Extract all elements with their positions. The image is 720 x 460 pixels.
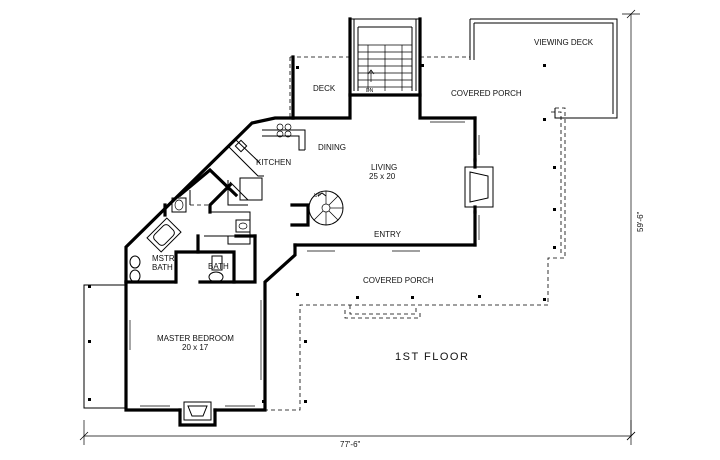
master-porch	[83, 284, 126, 409]
room-label-covered-porch-bottom: COVERED PORCH	[363, 276, 434, 285]
stair-tower	[348, 17, 422, 97]
room-label-kitchen: KITCHEN	[256, 158, 291, 167]
room-label-entry: ENTRY	[374, 230, 402, 239]
room-label-deck: DECK	[313, 84, 336, 93]
room-label-master-bedroom: MASTER BEDROOM	[157, 334, 234, 343]
room-label-living-size: 25 x 20	[369, 172, 396, 181]
viewing-deck-outline	[469, 18, 618, 119]
room-label-bath: BATH	[208, 262, 229, 271]
room-label-covered-porch-top: COVERED PORCH	[451, 89, 522, 98]
room-label-master-bedroom-size: 20 x 17	[182, 343, 209, 352]
dimension-depth	[622, 9, 640, 441]
window-markers	[129, 121, 480, 407]
room-label-mstr-bath-line1: MSTR	[152, 254, 175, 263]
bedroom-bay	[178, 401, 217, 427]
room-label-living: LIVING	[371, 163, 397, 172]
dimension-depth-label: 59'-6"	[636, 211, 645, 232]
room-label-dining: DINING	[318, 143, 346, 152]
spiral-stair	[290, 190, 344, 227]
floor-title: 1ST FLOOR	[395, 351, 469, 363]
porch-posts	[88, 64, 556, 403]
bath-fixtures	[129, 197, 251, 283]
fireplace	[464, 158, 494, 214]
room-label-viewing-deck: VIEWING DECK	[534, 38, 594, 47]
stair-down-label: DN	[366, 88, 374, 94]
porch-roof-outline	[265, 56, 566, 411]
stair-up-label: UP	[314, 193, 322, 199]
exterior-walls	[124, 55, 477, 412]
dimension-width-label: 77'-6"	[340, 440, 361, 449]
room-label-mstr-bath-line2: BATH	[152, 263, 173, 272]
